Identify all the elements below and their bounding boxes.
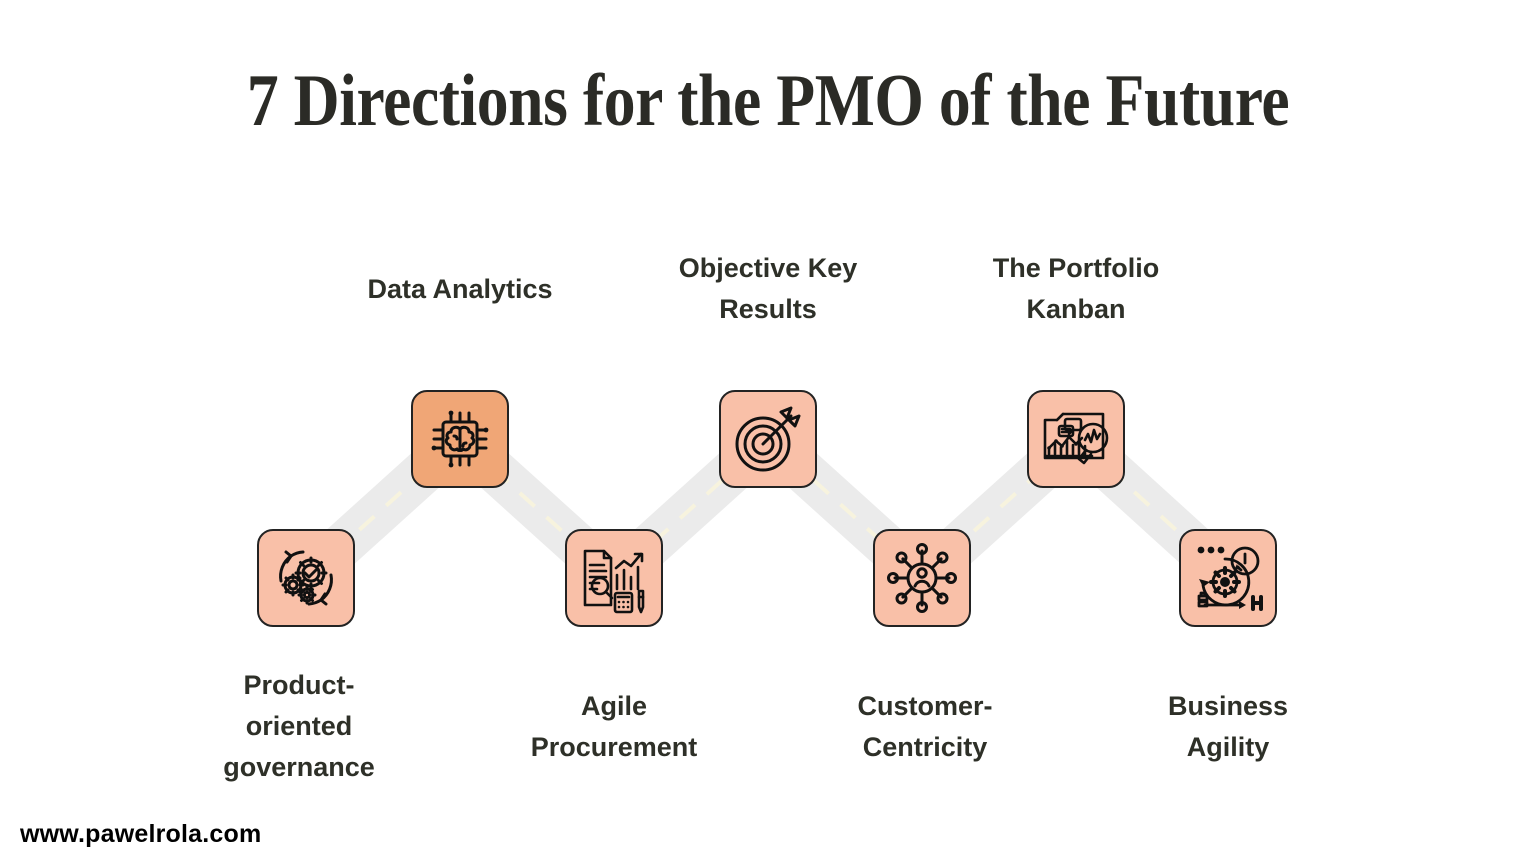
tile-business-agility[interactable] xyxy=(1179,529,1277,627)
gears-refresh-check-icon xyxy=(269,541,343,615)
customer-network-hub-icon xyxy=(885,541,959,615)
chart-report-magnifier-icon xyxy=(1039,402,1113,476)
agile-gear-cycle-icon xyxy=(1191,541,1265,615)
tile-the-portfolio-kanban[interactable] xyxy=(1027,390,1125,488)
label-the-portfolio-kanban: The Portfolio Kanban xyxy=(946,248,1206,330)
label-business-agility: Business Agility xyxy=(1098,686,1358,768)
document-chart-calculator-icon xyxy=(577,541,651,615)
label-line: Data Analytics xyxy=(367,274,553,304)
footer-website-url[interactable]: www.pawelrola.com xyxy=(20,820,262,848)
page-title: 7 Directions for the PMO of the Future xyxy=(246,60,1290,142)
label-line: Kanban xyxy=(1026,294,1126,325)
label-data-analytics: Data Analytics xyxy=(330,269,590,310)
label-line: Business xyxy=(1167,691,1289,721)
label-line: governance xyxy=(223,752,375,783)
label-line: Procurement xyxy=(530,732,698,763)
label-line: The Portfolio xyxy=(992,253,1160,283)
label-line: Agility xyxy=(1186,732,1270,763)
label-customer-centricity: Customer- Centricity xyxy=(795,686,1055,768)
label-line: Agile xyxy=(580,691,647,721)
tile-product-oriented-governance[interactable] xyxy=(257,529,355,627)
tile-agile-procurement[interactable] xyxy=(565,529,663,627)
label-objective-key-results: Objective Key Results xyxy=(638,248,898,330)
tile-customer-centricity[interactable] xyxy=(873,529,971,627)
label-line: Objective Key xyxy=(678,253,858,283)
target-arrow-icon xyxy=(731,402,805,476)
label-agile-procurement: Agile Procurement xyxy=(484,686,744,768)
label-line: oriented xyxy=(245,711,353,742)
label-product-oriented-governance: Product- oriented governance xyxy=(169,665,429,788)
label-line: Product- xyxy=(243,670,355,700)
tile-data-analytics[interactable] xyxy=(411,390,509,488)
tile-objective-key-results[interactable] xyxy=(719,390,817,488)
label-line: Results xyxy=(719,294,817,325)
label-line: Centricity xyxy=(862,732,988,763)
label-line: Customer- xyxy=(857,691,993,721)
brain-chip-icon xyxy=(423,402,497,476)
